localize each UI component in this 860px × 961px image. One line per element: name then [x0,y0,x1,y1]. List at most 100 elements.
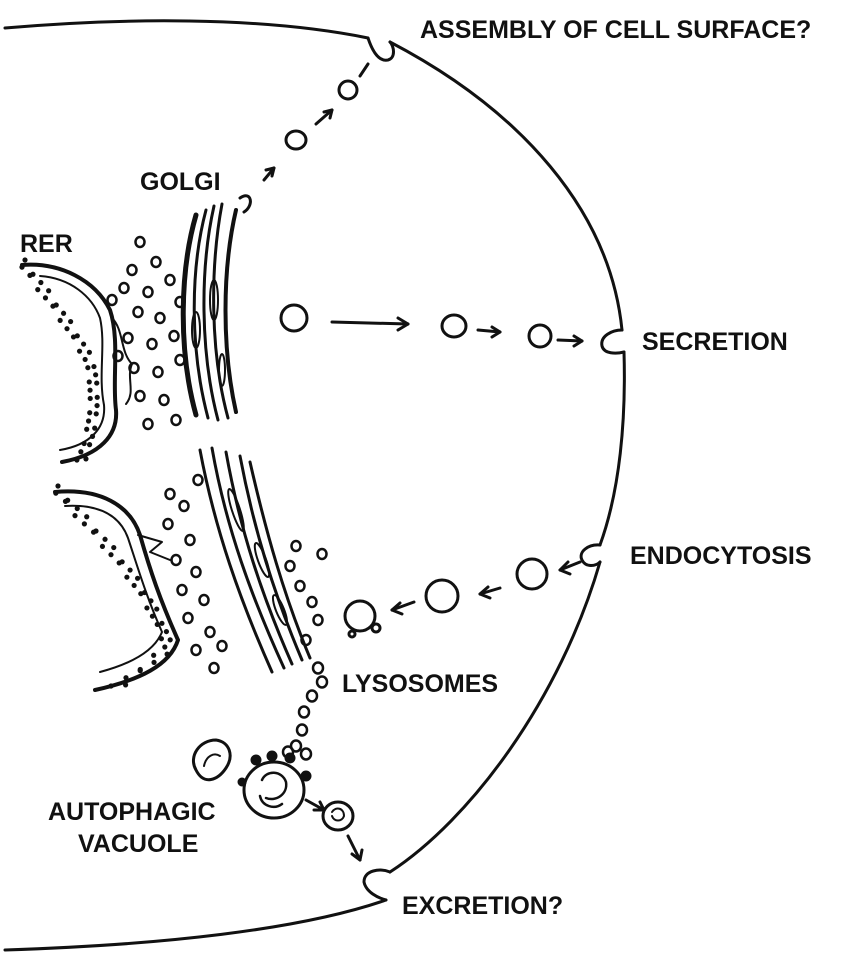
golgi-lower [200,448,310,672]
endocytic-vesicle [426,580,458,612]
ribosome [94,380,99,385]
lysosome [299,707,309,718]
small-vesicle [314,615,323,625]
ribosome [46,288,51,293]
label-golgi: GOLGI [140,168,221,196]
ribosome [123,675,128,680]
ribosome [64,326,69,331]
ribosome [148,598,153,603]
small-vesicle [180,501,189,511]
ribosome [94,403,99,408]
ribosome [68,319,73,324]
secretion-pathway [281,305,582,347]
ribosome [159,621,164,626]
ribosome [74,457,79,462]
ribosome [150,614,155,619]
secretory-granule [281,305,307,331]
ribosome [108,552,113,557]
small-vesicle [164,519,173,529]
ribosome [88,396,93,401]
ribosome [35,287,40,292]
ribosome [72,513,77,518]
small-vesicle [206,627,215,637]
ribosome [135,576,140,581]
ribosome [154,606,159,611]
lysosome [317,677,327,688]
ribosome [111,545,116,550]
ribosome [91,364,96,369]
ribosome [90,434,95,439]
rer-upper [22,265,132,462]
small-vesicle [148,339,157,349]
small-vesicle [318,549,327,559]
ribosome [58,318,63,323]
ribosome [22,257,27,262]
ribosome [138,591,143,596]
ribosome [87,379,92,384]
small-vesicle [134,307,143,317]
small-vesicle [292,541,301,551]
lysosome-chain [283,663,327,760]
small-vesicle [308,597,317,607]
label-endocytosis: ENDOCYTOSIS [630,542,812,570]
ribosome [138,668,143,673]
small-vesicle [186,535,195,545]
small-vesicle [144,419,153,429]
small-vesicle [172,415,181,425]
label-vacuole: VACUOLE [78,830,198,858]
small-vesicle [156,313,165,323]
ribosome [159,636,164,641]
small-vesicle [136,391,145,401]
small-vesicle [192,645,201,655]
label-rer: RER [20,230,73,258]
ribosome [93,372,98,377]
lysosome [313,663,323,674]
ribosome [151,660,156,665]
small-vesicle [154,367,163,377]
lysosome [301,749,311,760]
ribosome [61,311,66,316]
ribosome [162,644,167,649]
ribosome [123,682,128,687]
secretory-granule [442,315,466,337]
small-vesicle [170,331,179,341]
ribosome [94,411,99,416]
ribosome [78,449,83,454]
ribosome [127,567,132,572]
label-lysosomes: LYSOSOMES [342,670,498,698]
ribosome [91,530,96,535]
assembly-pathway [264,64,368,180]
ribosome [77,349,82,354]
surface-vesicle [286,131,306,149]
ribosome [85,365,90,370]
ribosome [92,426,97,431]
ribosome [84,427,89,432]
ribosome [75,506,80,511]
ribosome [53,491,58,496]
ribosome [83,357,88,362]
endocytic-vesicle [517,559,547,589]
ribosome [165,652,170,657]
small-vesicle [192,567,201,577]
small-vesicle [286,561,295,571]
ribosome [87,410,92,415]
small-vesicle [144,287,153,297]
ribosome [155,622,160,627]
ribosome [87,350,92,355]
small-vesicle [166,275,175,285]
ribosome [144,605,149,610]
ribosome [63,499,68,504]
small-vesicle [124,333,133,343]
ribosome [102,537,107,542]
ribosome [108,683,113,688]
mitochondrion [193,740,230,780]
ribosome [38,280,43,285]
small-vesicle [178,585,187,595]
rer-upper-ribosomes [19,257,99,462]
ribosome [164,629,169,634]
ribosome [43,295,48,300]
small-vesicle [194,475,203,485]
vacuole-body [244,762,304,818]
labels: ASSEMBLY OF CELL SURFACE? GOLGI RER SECR… [20,16,812,920]
